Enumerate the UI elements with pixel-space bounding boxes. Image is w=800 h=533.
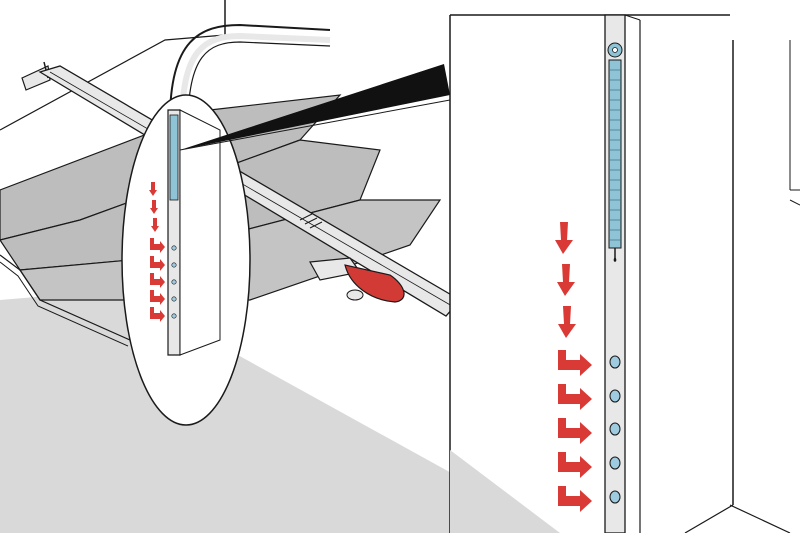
red-hook-arrow-icon: [150, 256, 165, 271]
rail-hole: [609, 490, 621, 504]
ceiling-edge: [0, 34, 226, 131]
callout-arrows: [555, 222, 592, 512]
callout-wall-edge: [789, 199, 800, 206]
red-down-arrow-icon: [151, 218, 159, 232]
zoom-ellipse: [121, 94, 251, 426]
rail-hole: [609, 422, 621, 436]
red-hook-arrow-icon: [558, 384, 592, 410]
zoom-rail-side: [179, 109, 221, 356]
callout-floor: [450, 450, 560, 533]
rail-hole: [171, 262, 177, 268]
red-hook-arrow-icon: [558, 486, 592, 512]
red-hook-arrow-icon: [150, 273, 165, 288]
curved-track: [169, 23, 331, 121]
rail-hole: [171, 245, 177, 251]
rail-hole: [171, 279, 177, 285]
detail-callout: [449, 14, 800, 533]
red-down-arrow-icon: [150, 200, 158, 214]
red-down-arrow-icon: [557, 264, 575, 296]
callout-spring: [607, 42, 623, 262]
garage-scene: [0, 0, 560, 533]
red-hook-arrow-icon: [558, 350, 592, 376]
callout-pointer-edge: [179, 99, 451, 151]
red-release-handle: [344, 264, 405, 303]
callout-wall-edge: [684, 504, 734, 533]
zoom-arrows: [149, 182, 165, 322]
rail-hole: [171, 313, 177, 319]
red-down-arrow-icon: [558, 306, 576, 338]
red-hook-arrow-icon: [150, 290, 165, 305]
door-side-track: [0, 254, 131, 341]
callout-frame: [450, 15, 730, 533]
zoom-spring: [169, 114, 179, 201]
zoom-rail-holes: [171, 245, 177, 319]
spring-bottom-hook: [613, 248, 617, 262]
door-side-track: [0, 261, 129, 347]
red-hook-arrow-icon: [150, 307, 165, 322]
callout-wall-edge: [729, 504, 791, 533]
red-hook-arrow-icon: [558, 418, 592, 444]
red-hook-arrow-icon: [150, 238, 165, 253]
callout-rail-holes: [609, 355, 621, 504]
rail-hole: [171, 296, 177, 302]
opener-carriage: [309, 257, 405, 303]
callout-pointer: [180, 64, 450, 150]
rail-hole: [609, 355, 621, 369]
red-down-arrow-icon: [555, 222, 573, 254]
rail-hole: [609, 389, 621, 403]
red-down-arrow-icon: [149, 182, 157, 196]
red-hook-arrow-icon: [558, 452, 592, 478]
rail-slots: [299, 213, 323, 229]
rail-hole: [609, 456, 621, 470]
